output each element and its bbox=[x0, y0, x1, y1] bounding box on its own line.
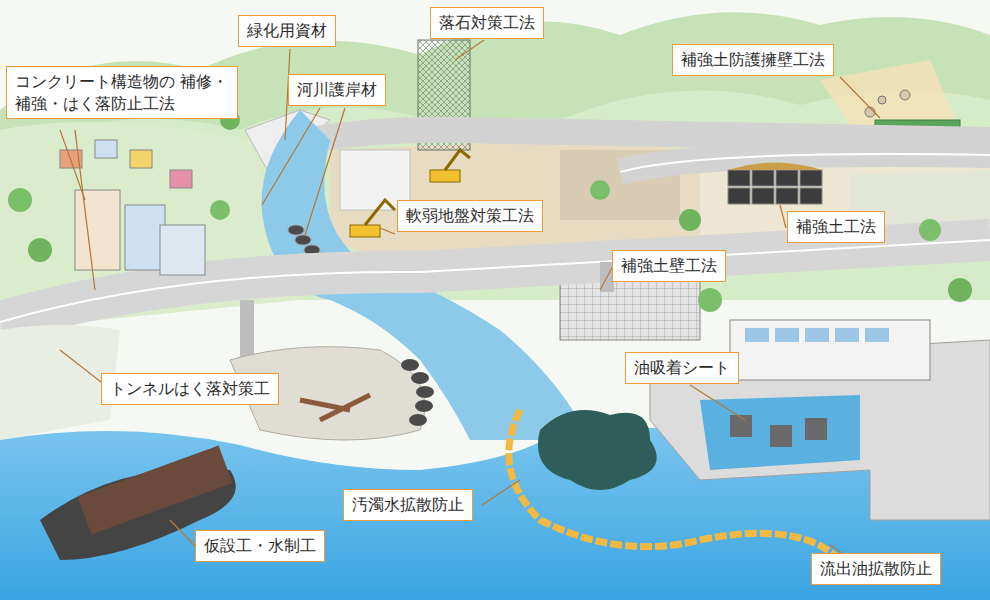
callout-box: 落石対策工法 bbox=[430, 7, 544, 39]
callout-text: 河川護岸材 bbox=[297, 79, 377, 101]
callout-text: 油吸着シート bbox=[634, 357, 730, 379]
callout-box: 軟弱地盤対策工法 bbox=[397, 200, 543, 232]
callout-text: 汚濁水拡散防止 bbox=[352, 494, 464, 516]
callout-box: 汚濁水拡散防止 bbox=[343, 489, 473, 521]
callout-box: 緑化用資材 bbox=[238, 15, 336, 47]
callout-text: 補強土壁工法 bbox=[621, 255, 717, 277]
callout-box: 油吸着シート bbox=[625, 352, 739, 384]
callout-text: 流出油拡散防止 bbox=[820, 558, 932, 580]
callout-box: 補強土防護擁壁工法 bbox=[672, 44, 834, 76]
callout-text: 落石対策工法 bbox=[439, 12, 535, 34]
callout-box: 河川護岸材 bbox=[288, 74, 386, 106]
callout-text: 補強土工法 bbox=[796, 216, 876, 238]
callout-text: 軟弱地盤対策工法 bbox=[406, 205, 534, 227]
callout-box: 補強土工法 bbox=[787, 211, 885, 243]
callout-box: 流出油拡散防止 bbox=[811, 553, 941, 585]
callout-text: 仮設工・水制工 bbox=[204, 535, 316, 557]
callout-box: 補強土壁工法 bbox=[612, 250, 726, 282]
callout-text: 補強土防護擁壁工法 bbox=[681, 49, 825, 71]
callout-text: コンクリート構造物の 補修・補強・はく落防止工法 bbox=[15, 71, 229, 114]
callout-text: トンネルはく落対策工 bbox=[110, 378, 270, 400]
callout-box: 仮設工・水制工 bbox=[195, 530, 325, 562]
callout-text: 緑化用資材 bbox=[247, 20, 327, 42]
callout-box: コンクリート構造物の 補修・補強・はく落防止工法 bbox=[6, 66, 238, 119]
callout-box: トンネルはく落対策工 bbox=[101, 373, 279, 405]
